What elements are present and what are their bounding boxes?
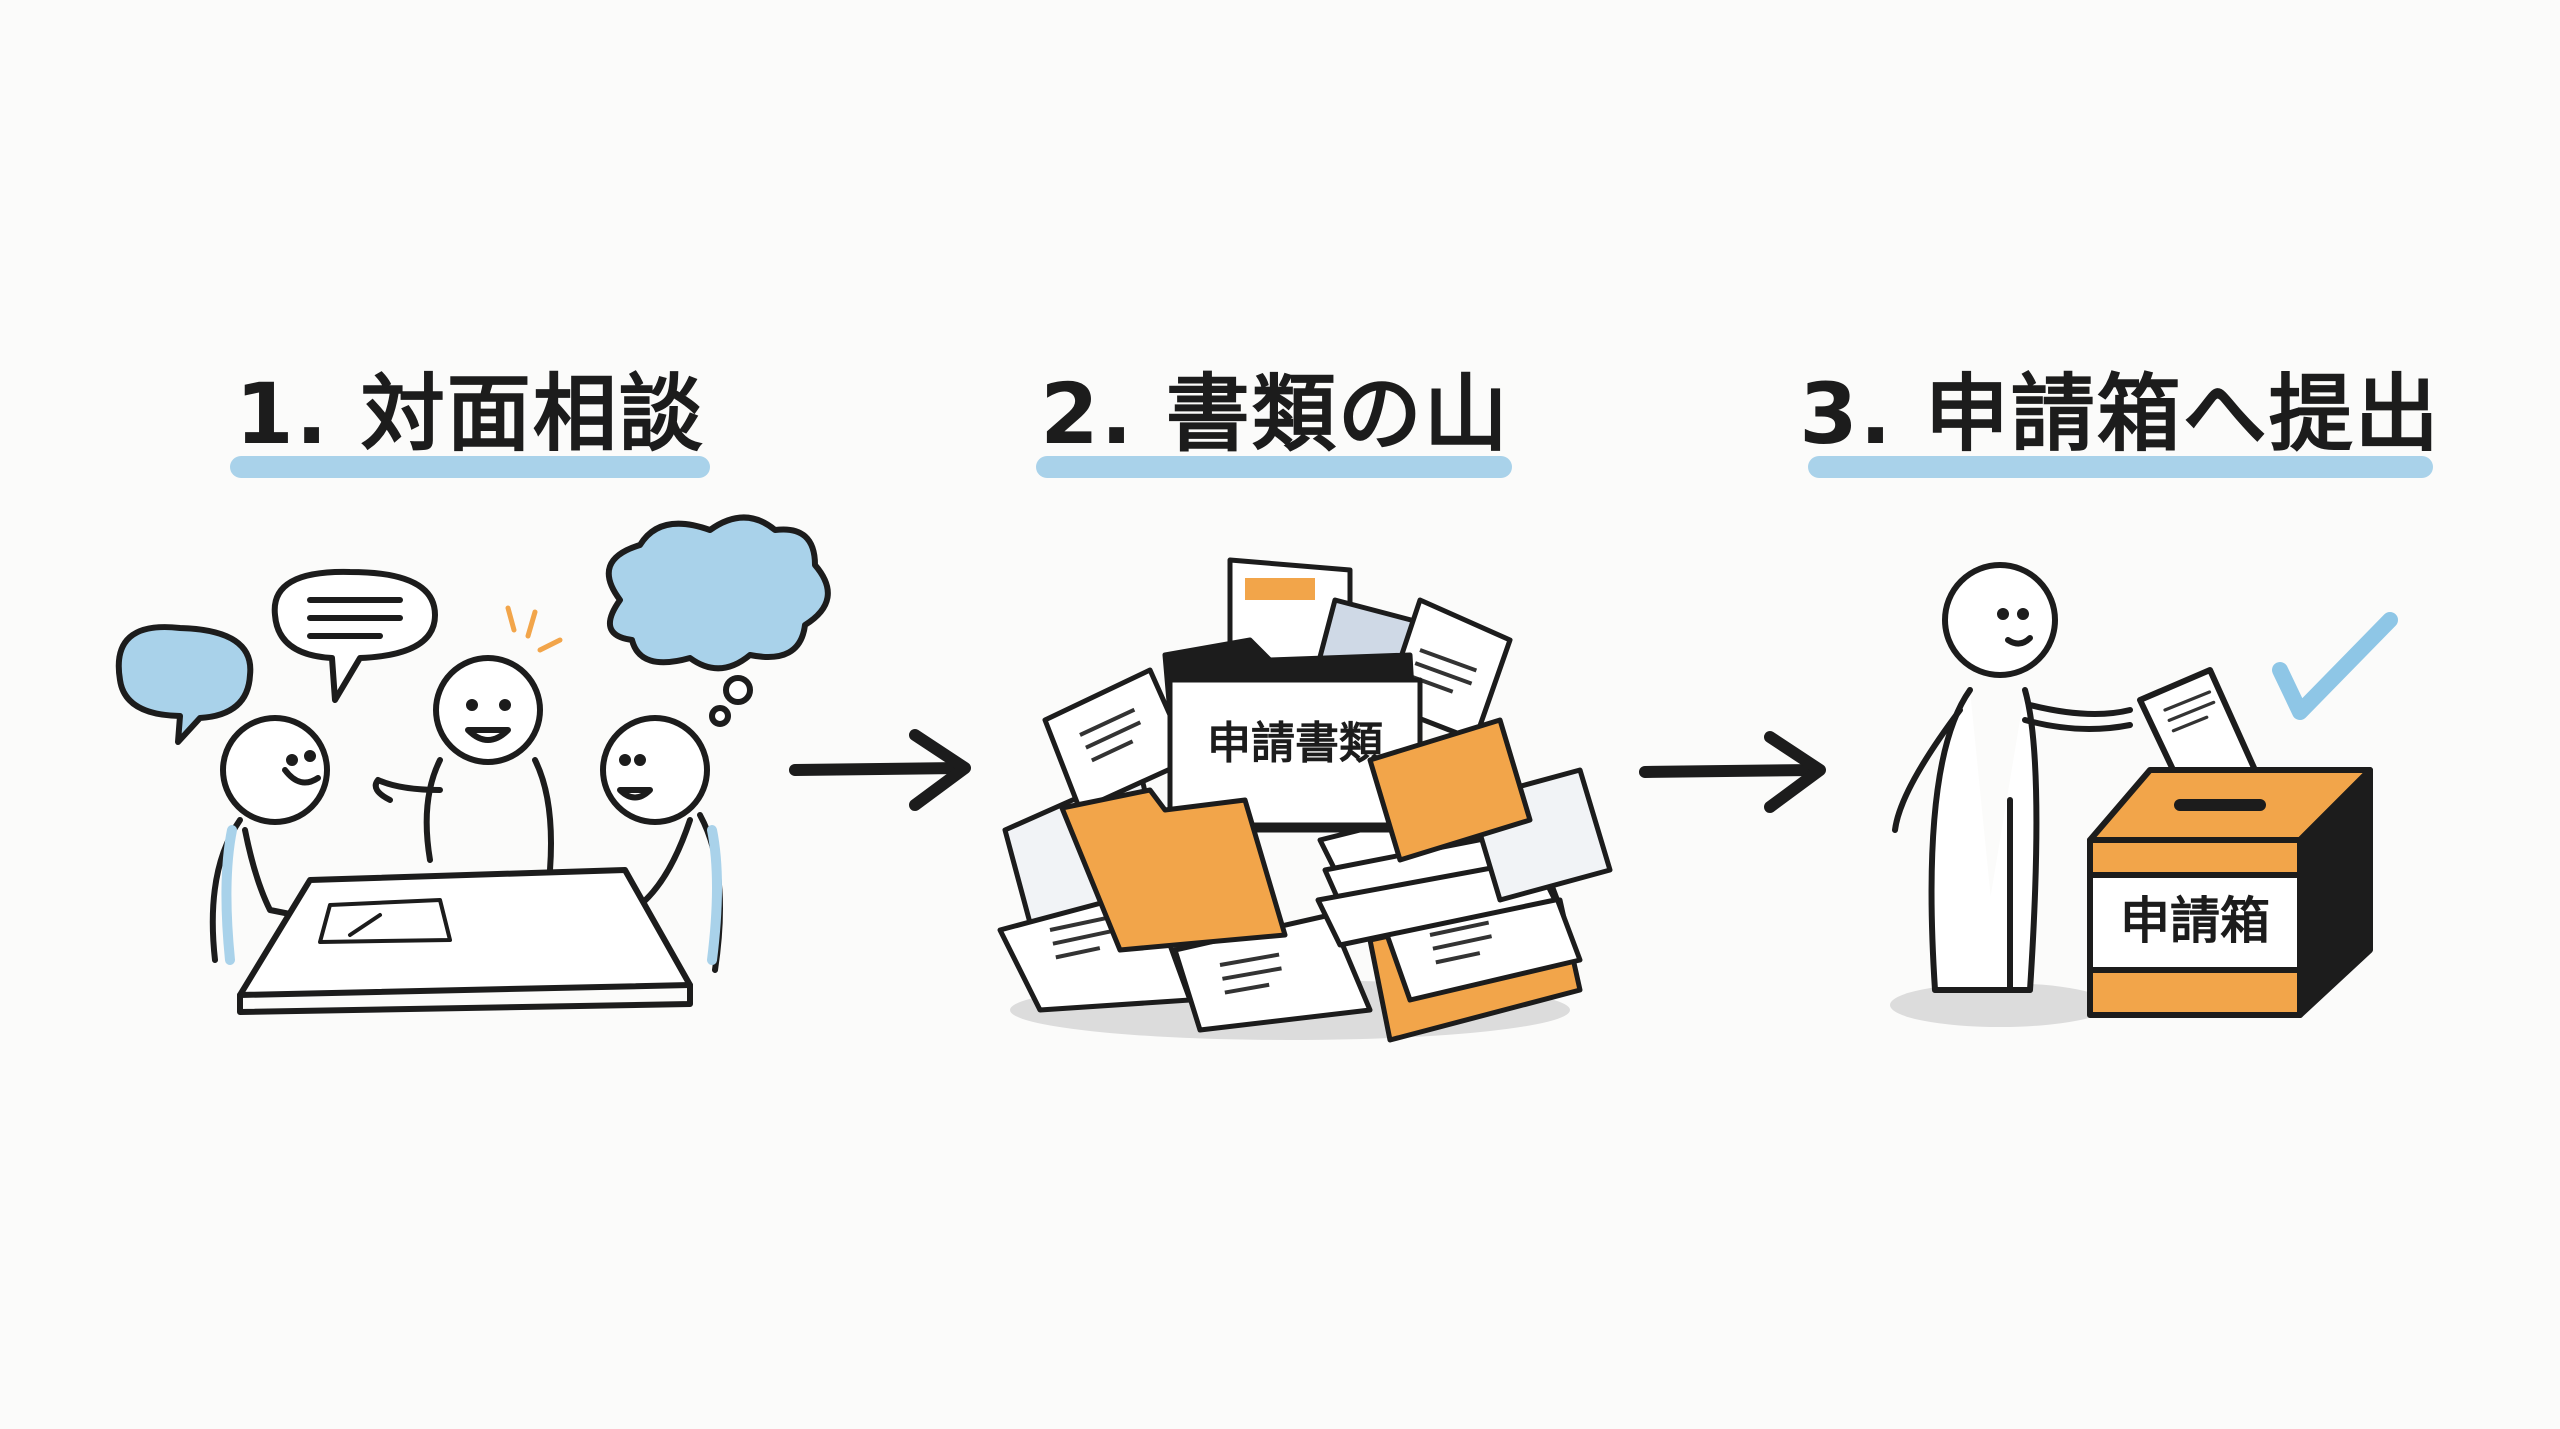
arrow-right-icon bbox=[789, 729, 971, 811]
speech-bubble-icon bbox=[271, 568, 438, 703]
step2-document-pile: 申請書類 bbox=[997, 557, 1613, 1043]
step1-title-underline bbox=[230, 456, 710, 478]
step1-meeting-illustration bbox=[115, 514, 831, 1015]
person-icon bbox=[209, 715, 348, 965]
step3-title-underline bbox=[1808, 456, 2433, 478]
checkmark-icon bbox=[2272, 612, 2398, 720]
folder-icon bbox=[1059, 787, 1288, 953]
ballot-box-icon: 申請箱 bbox=[2087, 767, 2373, 1018]
meeting-table bbox=[237, 867, 693, 1015]
step3-submission-illustration: 申請箱 bbox=[1890, 562, 2398, 1027]
thought-bubble-icon bbox=[605, 514, 831, 727]
step2-title: 2. 書類の山 bbox=[1040, 365, 1510, 463]
folder-icon bbox=[1367, 717, 1533, 863]
ballot-box-label: 申請箱 bbox=[2120, 892, 2270, 950]
speech-bubble-icon bbox=[115, 624, 254, 745]
person-icon bbox=[1892, 562, 2133, 993]
arrow-right-icon bbox=[1639, 731, 1826, 813]
step1-title: 1. 対面相談 bbox=[235, 365, 705, 463]
step3-title: 3. 申請箱へ提出 bbox=[1799, 365, 2441, 463]
person-icon bbox=[372, 655, 554, 873]
excitement-marks-icon bbox=[505, 605, 563, 653]
folder-label: 申請書類 bbox=[1207, 718, 1384, 769]
step2-title-underline bbox=[1036, 456, 1512, 478]
person-icon bbox=[557, 715, 723, 973]
